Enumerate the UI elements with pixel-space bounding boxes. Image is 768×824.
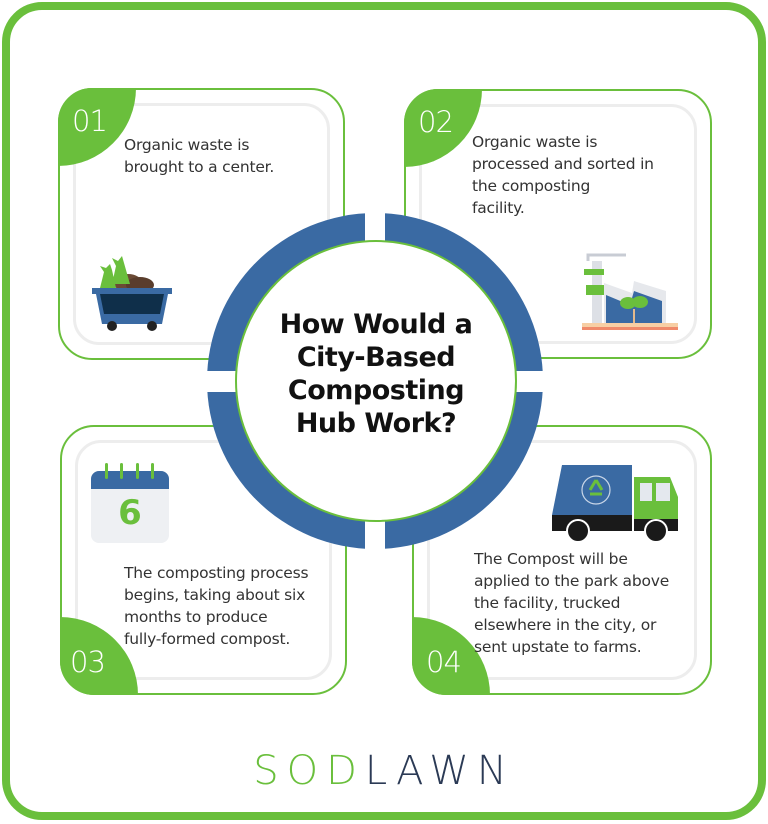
step-card-1: 01 Organic waste is brought to a center. <box>58 88 345 360</box>
step-number: 02 <box>418 105 454 139</box>
step-description: The Compost will be applied to the park … <box>474 550 670 656</box>
recycling-truck-icon <box>552 461 680 545</box>
logo-lawn: LAWN <box>364 748 515 794</box>
card-inner-border <box>75 440 332 680</box>
hub-center-circle <box>235 240 517 522</box>
logo-sod: SOD <box>253 748 365 794</box>
step-number: 01 <box>72 104 108 138</box>
step-description: Organic waste is processed and sorted in… <box>472 133 654 217</box>
card-inner-border <box>427 440 697 680</box>
calendar-day: 6 <box>118 493 142 533</box>
brand-logo: SODLAWN <box>0 748 768 794</box>
calendar-icon: 6 <box>91 463 169 543</box>
step-number: 03 <box>70 645 106 679</box>
step-description: Organic waste is brought to a center. <box>124 136 275 176</box>
composting-facility-icon <box>582 253 682 333</box>
dumpster-with-waste-bags-icon <box>90 248 174 332</box>
step-number: 04 <box>426 645 462 679</box>
step-card-4: 04 The Compost will be applied to the pa… <box>412 425 712 695</box>
step-description: The composting process begins, taking ab… <box>124 564 309 648</box>
hub-title: How Would a City-Based Composting Hub Wo… <box>279 309 473 439</box>
